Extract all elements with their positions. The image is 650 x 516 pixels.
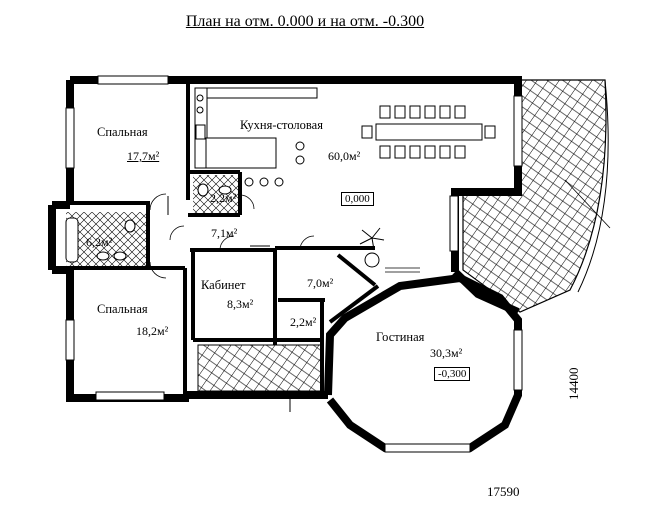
cabinet-name: Кабинет xyxy=(201,278,246,292)
hall-area: 7,1м² xyxy=(211,226,238,240)
bath-fixtures xyxy=(65,183,232,263)
cabinet-area: 8,3м² xyxy=(227,297,254,311)
height-dimension: 14400 xyxy=(566,367,581,401)
loggia xyxy=(197,344,323,392)
dining-table xyxy=(361,105,496,159)
bedroom1-name: Спальная xyxy=(97,125,148,139)
corridor-area: 7,0м² xyxy=(307,276,334,290)
living-area: 30,3м² xyxy=(430,346,463,360)
kitchen-name: Кухня-столовая xyxy=(240,118,323,132)
stair-marks xyxy=(167,196,291,412)
kitchen-area: 60,0м² xyxy=(328,149,361,163)
windows xyxy=(65,75,523,453)
plant xyxy=(359,227,385,268)
kitchen-counter xyxy=(194,87,318,169)
bar-stools xyxy=(244,141,305,187)
bedroom2-area: 18,2м² xyxy=(136,324,169,338)
bedroom2-name: Спальная xyxy=(97,302,148,316)
inner-walls xyxy=(70,82,380,398)
bath-area: 6,2м² xyxy=(86,235,113,249)
wc1-area: 2,2м² xyxy=(210,191,237,205)
bedroom1-area: 17,7м² xyxy=(127,149,160,163)
plan-title: План на отм. 0.000 и на отм. -0.300 xyxy=(185,13,425,30)
doors xyxy=(149,193,420,279)
living-name: Гостиная xyxy=(376,330,425,344)
level-main: 0,000 xyxy=(341,192,374,206)
wc2-area: 2,2м² xyxy=(290,315,317,329)
width-dimension: 17590 xyxy=(487,484,520,499)
level-living: -0,300 xyxy=(434,367,471,381)
